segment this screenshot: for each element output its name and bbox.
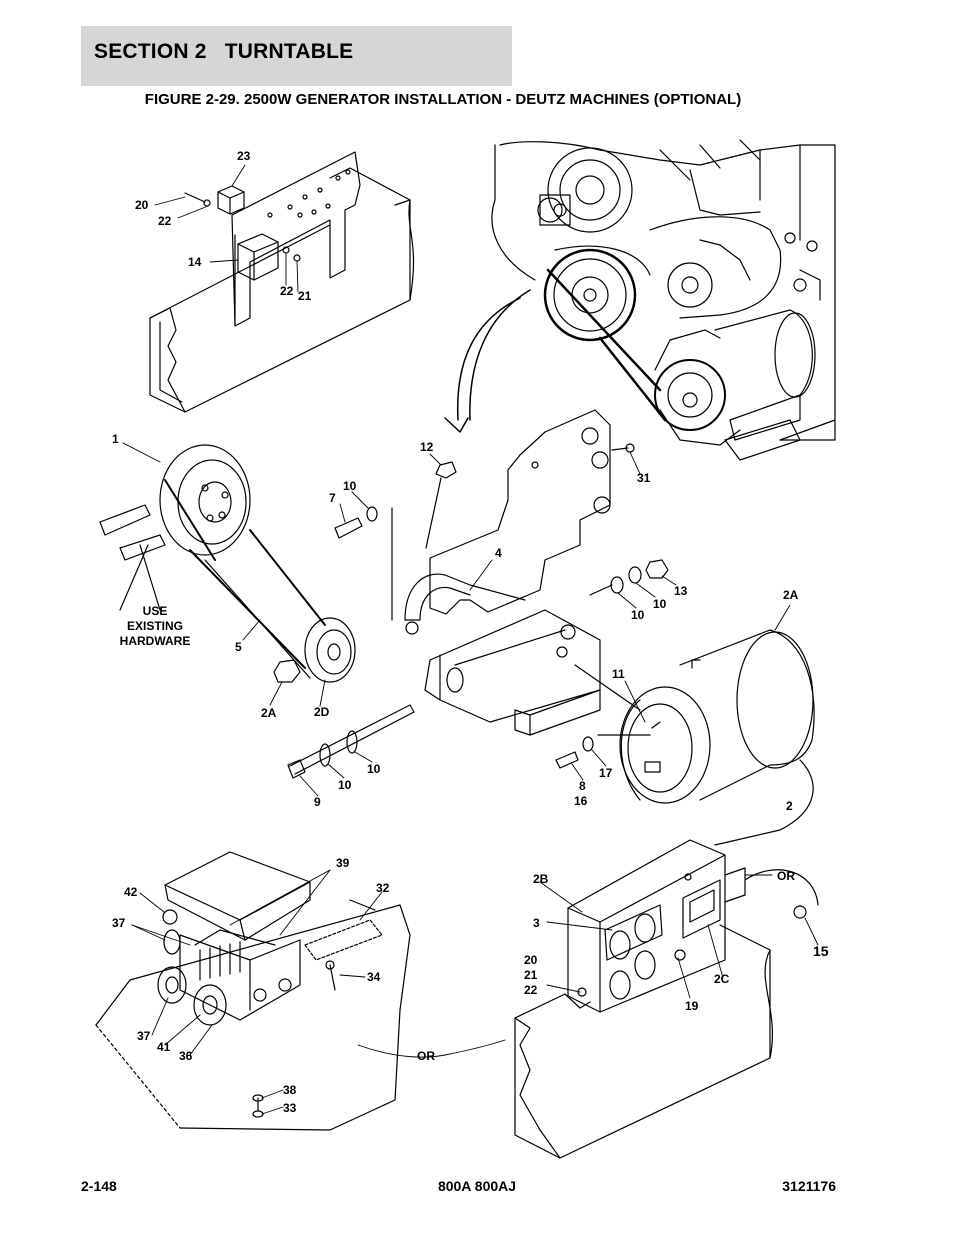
callout-42: 42 [124,885,138,899]
callout-16: 16 [574,794,588,808]
or-label-bottom: OR [417,1049,435,1063]
callout-2B: 2B [533,872,549,886]
callout-23: 23 [237,149,251,163]
callout-10-c: 10 [631,608,645,622]
callout-2C: 2C [714,972,730,986]
callout-17: 17 [599,766,613,780]
callout-2A-top: 2A [783,588,799,602]
callout-3: 3 [533,916,540,930]
callout-36: 36 [179,1049,193,1063]
mounting-bracket-assembly [287,409,669,779]
hardware-note-line2: EXISTING [127,619,183,633]
callout-31: 31 [637,471,651,485]
figure-title: FIGURE 2-29. 2500W GENERATOR INSTALLATIO… [0,91,886,108]
callout-41: 41 [157,1040,171,1054]
section-title: SECTION 2 TURNTABLE [94,40,354,63]
engine-assembly [491,139,836,461]
callout-2D: 2D [314,705,330,719]
callout-37-b: 37 [137,1029,151,1043]
generator-assembly [555,629,815,804]
callout-10-d: 10 [367,762,381,776]
figure-title-text: FIGURE 2-29. 2500W GENERATOR INSTALLATIO… [144,91,742,108]
callout-13: 13 [674,584,688,598]
footer-models: 800A 800AJ [437,1178,517,1194]
callout-5: 5 [235,640,242,654]
callout-7: 7 [329,491,336,505]
callout-37-a: 37 [112,916,126,930]
junction-box-assembly [95,851,411,1131]
footer-doc-number: 3121176 [782,1178,836,1194]
callout-33: 33 [283,1101,297,1115]
callout-38: 38 [283,1083,297,1097]
callout-8: 8 [579,779,586,793]
callout-20-b: 20 [524,953,538,967]
callout-11: 11 [612,667,625,681]
callout-21: 21 [298,289,312,303]
callout-22: 22 [158,214,172,228]
top-left-frame-assembly [149,151,415,413]
callout-34: 34 [367,970,381,984]
callout-4: 4 [495,546,502,560]
callout-1: 1 [112,432,119,446]
callout-10-a: 10 [343,479,357,493]
callout-10-e: 10 [338,778,352,792]
callout-32: 32 [376,881,390,895]
installation-arrow [444,289,531,433]
callout-20: 20 [135,198,149,212]
pulley-belt-assembly [99,444,457,683]
footer-page-number: 2-148 [81,1178,117,1194]
callout-10-b: 10 [653,597,667,611]
callout-9: 9 [314,795,321,809]
cable-line [714,759,814,846]
callout-22-b: 22 [280,284,294,298]
callout-14: 14 [188,255,202,269]
or-label-right: OR [777,869,795,883]
callout-19: 19 [685,999,699,1013]
callout-22-c: 22 [524,983,538,997]
callout-39: 39 [336,856,350,870]
callout-2A-nut: 2A [261,706,277,720]
section-header-band [81,26,512,86]
control-box-assembly [514,839,819,1159]
hardware-note-line3: HARDWARE [120,634,191,648]
callout-21-b: 21 [524,968,538,982]
callout-2: 2 [786,799,793,813]
callout-12: 12 [420,440,434,454]
callout-15: 15 [813,943,829,959]
hardware-note-line1: USE [143,604,168,618]
leader-lines [122,164,819,1115]
callout-labels: 23 20 22 14 22 21 1 12 31 10 7 4 13 10 1… [112,149,829,1115]
